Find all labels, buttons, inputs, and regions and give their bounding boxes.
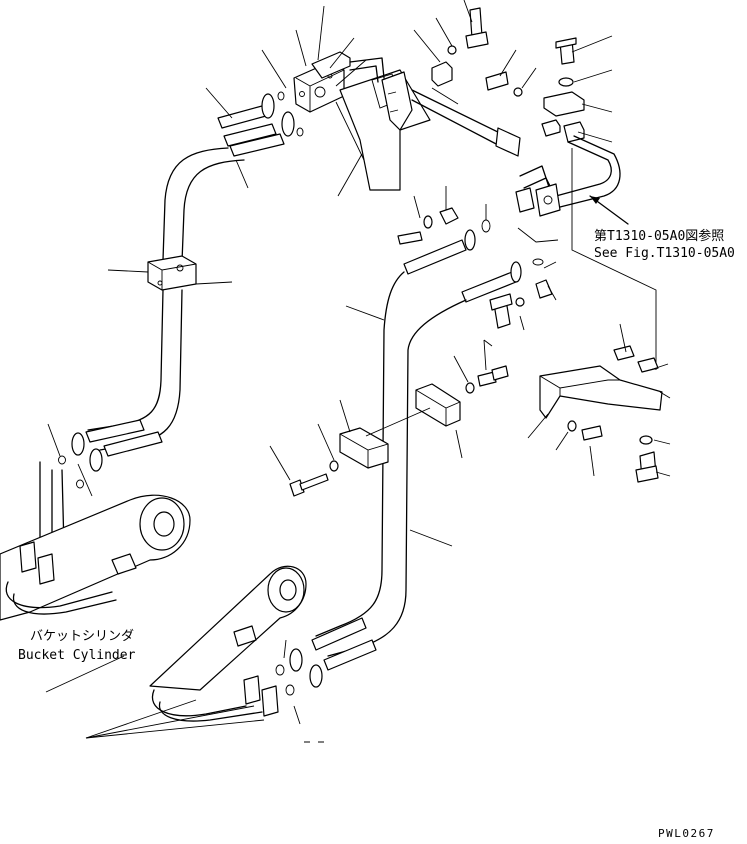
bucket-cylinder-label-en: Bucket Cylinder (18, 648, 136, 663)
leader-lines (45, 0, 671, 743)
left-hose-assembly (39, 91, 304, 551)
bucket-cylinder-label-jp: バケットシリンダ (30, 629, 134, 644)
drawing-code: PWL0267 (658, 827, 715, 840)
bucket-cylinder-left (0, 494, 191, 621)
bucket-cylinder-right (149, 565, 307, 722)
see-fig-ref-jp: 第T1310-05A0図参照 (594, 228, 724, 244)
right-bracket-assembly (539, 345, 663, 483)
see-fig-ref-en: See Fig.T1310-05A0 (594, 246, 735, 261)
top-valve-assembly (293, 7, 523, 191)
middle-hose-assembly (275, 207, 553, 696)
right-pipe-assembly: 第T1310-05A0図参照 See Fig.T1310-05A0 (515, 37, 735, 370)
